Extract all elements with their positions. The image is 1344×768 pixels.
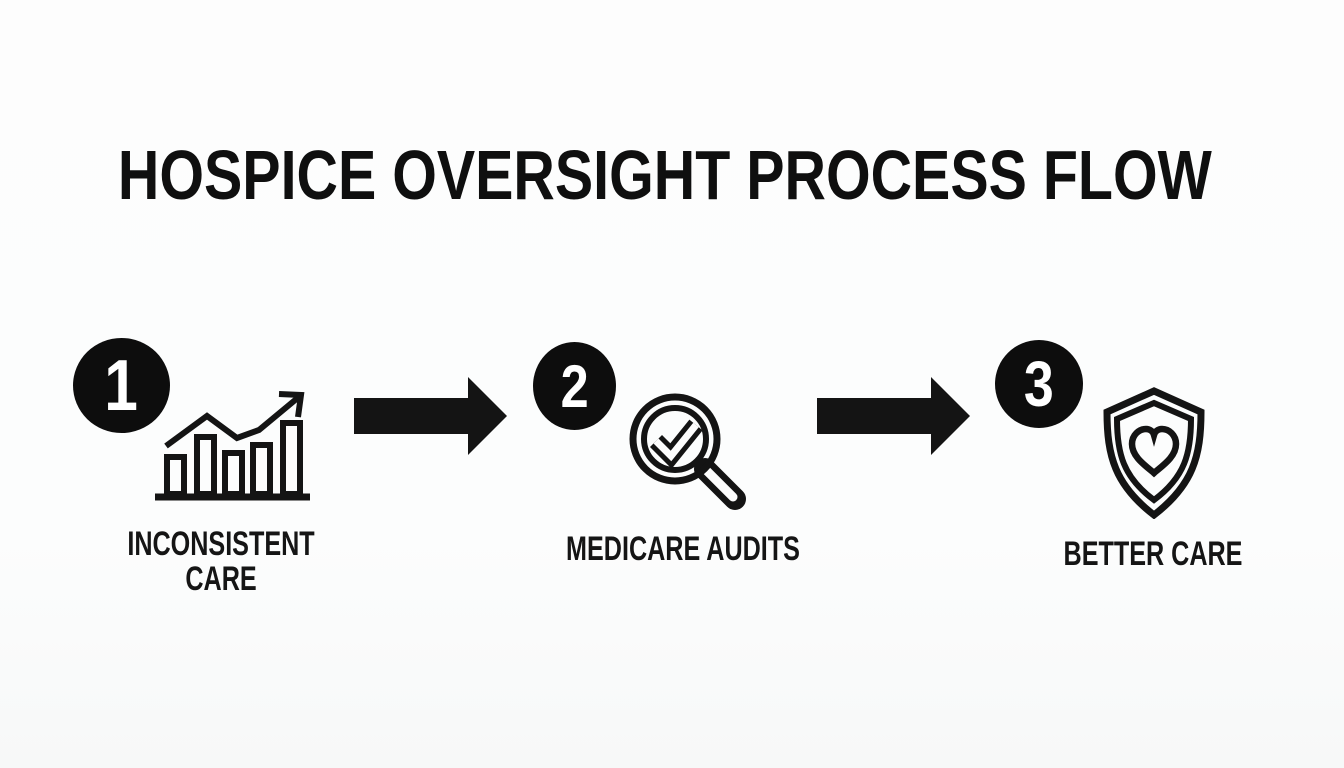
- step-2-number: 2: [560, 352, 589, 420]
- step-1-label-line2: CARE: [185, 560, 257, 598]
- step-1-label-line1: INCONSISTENT: [127, 525, 315, 563]
- step-3-label-line1: BETTER CARE: [1063, 535, 1243, 573]
- step-2-label-line1: MEDICARE AUDITS: [566, 530, 800, 568]
- step-1-number-badge: 1: [73, 338, 170, 433]
- step-3-number: 3: [1024, 348, 1054, 420]
- step-2-label: MEDICARE AUDITS: [557, 532, 809, 567]
- step-1-number: 1: [104, 345, 139, 426]
- shield-heart-icon: [1103, 387, 1205, 519]
- flow-arrow-2-icon: [817, 377, 970, 455]
- step-2-number-badge: 2: [533, 342, 616, 430]
- page-title: HOSPICE OVERSIGHT PROCESS FLOW: [117, 136, 1212, 214]
- magnifier-checkmark-icon: [629, 393, 746, 510]
- step-3-label: BETTER CARE: [1027, 537, 1279, 572]
- step-3-number-badge: 3: [995, 340, 1083, 428]
- flow-arrow-1-icon: [354, 377, 507, 455]
- step-1-label: INCONSISTENT CARE: [95, 527, 347, 597]
- bar-chart-trend-icon: [155, 391, 310, 501]
